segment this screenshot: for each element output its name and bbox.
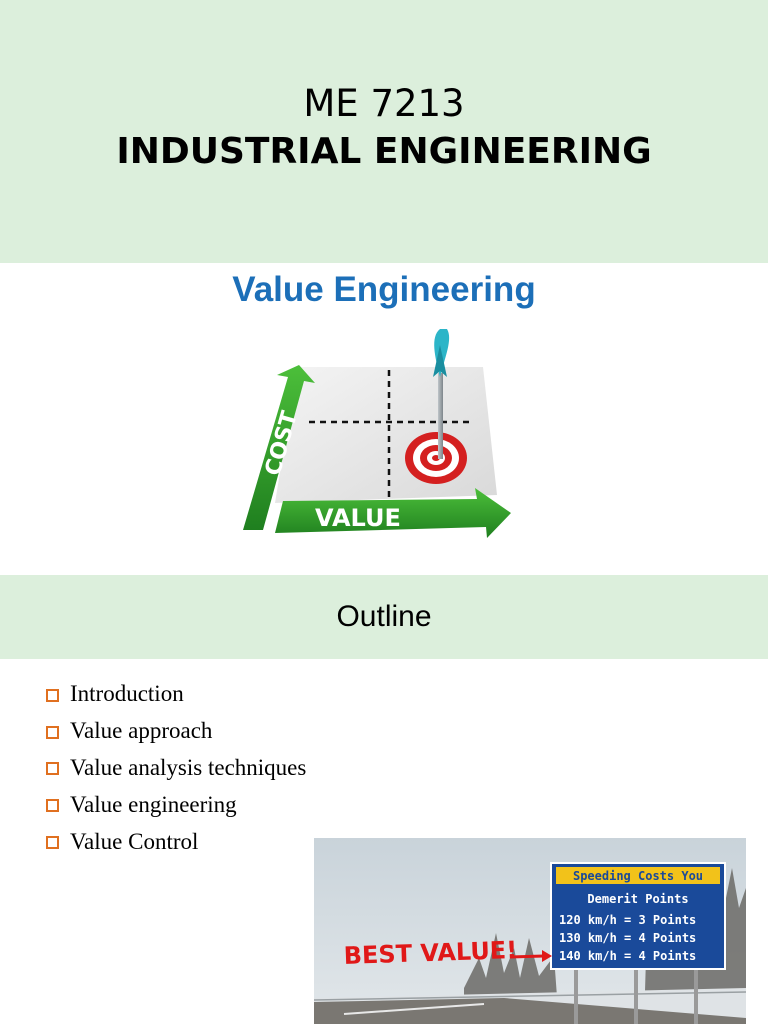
sign-subheader: Demerit Points <box>587 892 688 906</box>
sign-row: 120 km/h = 3 Points <box>559 913 696 927</box>
speeding-sign-photo: Speeding Costs You Demerit Points 120 km… <box>314 838 746 1024</box>
cost-value-matrix-graphic: COST VALUE <box>243 329 511 538</box>
course-title: INDUSTRIAL ENGINEERING <box>116 131 652 172</box>
sign-row: 140 km/h = 4 Points <box>559 949 696 963</box>
outline-slide-header <box>0 575 768 659</box>
list-item: Value analysis techniques <box>46 750 306 787</box>
matrix-dashed-lines <box>309 370 471 497</box>
list-item: Value engineering <box>46 786 306 823</box>
list-item-label: Value engineering <box>70 791 237 817</box>
list-item-label: Value Control <box>70 828 199 854</box>
list-item-label: Introduction <box>70 681 184 707</box>
title-slide-header <box>0 0 768 263</box>
annotation-arrow-icon <box>509 950 552 962</box>
speeding-sign: Speeding Costs You Demerit Points 120 km… <box>550 862 726 970</box>
matrix-plane <box>275 367 497 503</box>
checkbox-bullet-icon <box>46 725 59 739</box>
list-item: Value approach <box>46 713 306 750</box>
list-item: Introduction <box>46 676 306 713</box>
list-item-label: Value approach <box>70 718 213 744</box>
value-axis-arrow: VALUE <box>275 488 511 538</box>
best-value-annotation: BEST VALUE! <box>343 936 517 970</box>
checkbox-bullet-icon <box>46 836 59 850</box>
arrow-icon <box>433 329 450 459</box>
sign-row: 130 km/h = 4 Points <box>559 931 696 945</box>
target-icon <box>405 432 467 484</box>
list-item-label: Value analysis techniques <box>70 754 307 780</box>
checkbox-bullet-icon <box>46 799 59 813</box>
value-axis-label: VALUE <box>315 504 401 532</box>
checkbox-bullet-icon <box>46 688 59 702</box>
checkbox-bullet-icon <box>46 762 59 776</box>
topic-title: Value Engineering <box>232 270 536 309</box>
course-code: ME 7213 <box>303 82 465 125</box>
sign-posts <box>574 970 698 1024</box>
outline-list: Introduction Value approach Value analys… <box>46 676 306 860</box>
outline-title: Outline <box>336 600 432 633</box>
sign-header: Speeding Costs You <box>573 869 703 883</box>
list-item: Value Control <box>46 823 306 860</box>
